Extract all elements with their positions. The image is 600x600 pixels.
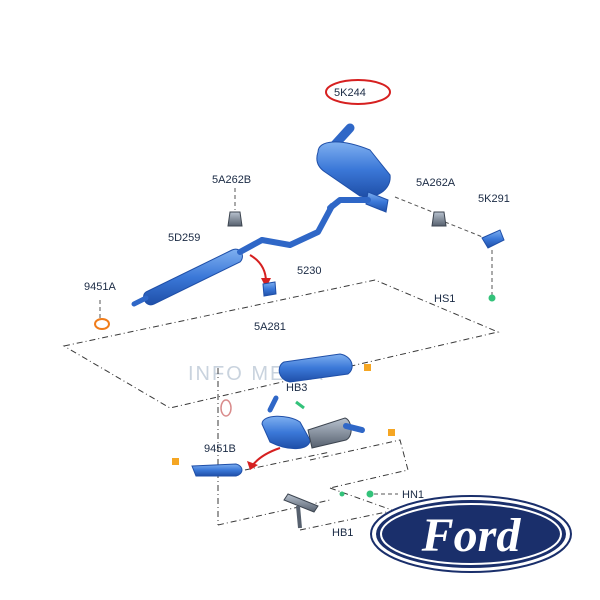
label-hb1[interactable]: HB1: [332, 527, 353, 539]
part-5k291-bracket[interactable]: [481, 229, 505, 249]
connector-hb3-clip[interactable]: [295, 400, 305, 410]
part-5d259-center-muffler[interactable]: [131, 237, 265, 307]
label-5d259[interactable]: 5D259: [168, 232, 200, 244]
part-hb3-catalytic-converter[interactable]: [278, 353, 353, 383]
leader-5k291: [444, 221, 491, 241]
highlight-ring-5k244: [325, 79, 391, 105]
part-5a262b-insulator[interactable]: [227, 211, 243, 227]
part-lower-flange-pipe[interactable]: [191, 463, 243, 477]
label-hn1[interactable]: HN1: [402, 489, 424, 501]
arrow-9451b-head: [247, 461, 258, 470]
connector-hb1-dot[interactable]: [339, 491, 345, 497]
label-5a262b[interactable]: 5A262B: [212, 174, 251, 186]
label-5230[interactable]: 5230: [297, 265, 321, 277]
label-5a281[interactable]: 5A281: [254, 321, 286, 333]
ford-logo: Ford: [370, 495, 572, 573]
part-5k244-rear-muffler[interactable]: [316, 123, 391, 213]
label-5k291[interactable]: 5K291: [478, 193, 510, 205]
label-5k244[interactable]: 5K244: [334, 87, 366, 99]
leader-5a262a: [394, 196, 441, 216]
label-5a262a[interactable]: 5A262A: [416, 177, 456, 189]
connector-hb3-square[interactable]: [364, 364, 371, 371]
ford-logo-text: Ford: [421, 509, 522, 562]
label-9451a[interactable]: 9451A: [84, 281, 116, 293]
part-9451a-gasket[interactable]: [94, 318, 110, 330]
ford-logo-oval: [376, 500, 566, 568]
part-5230-mid-pipe[interactable]: [259, 203, 335, 248]
part-5a262a-insulator[interactable]: [431, 211, 447, 227]
arrow-5a281: [249, 254, 267, 283]
label-9451b[interactable]: 9451B: [204, 443, 236, 455]
part-9451b-gasket[interactable]: [220, 399, 232, 417]
part-lower-bracket[interactable]: [283, 493, 319, 529]
part-front-pipe-assembly[interactable]: [261, 395, 365, 449]
lower-boundary-frame-mid: [244, 451, 421, 531]
label-hs1[interactable]: HS1: [434, 293, 455, 305]
connector-hn1-dot[interactable]: [366, 490, 374, 498]
upper-boundary-frame: [62, 279, 500, 409]
connector-hs1-dot[interactable]: [488, 294, 496, 302]
connector-front-pipe-square[interactable]: [388, 429, 395, 436]
ford-logo-inner-ring: [380, 503, 562, 565]
label-hb3[interactable]: HB3: [286, 382, 307, 394]
connector-lower-flange-square[interactable]: [172, 458, 179, 465]
part-5a281-bracket[interactable]: [262, 281, 277, 297]
